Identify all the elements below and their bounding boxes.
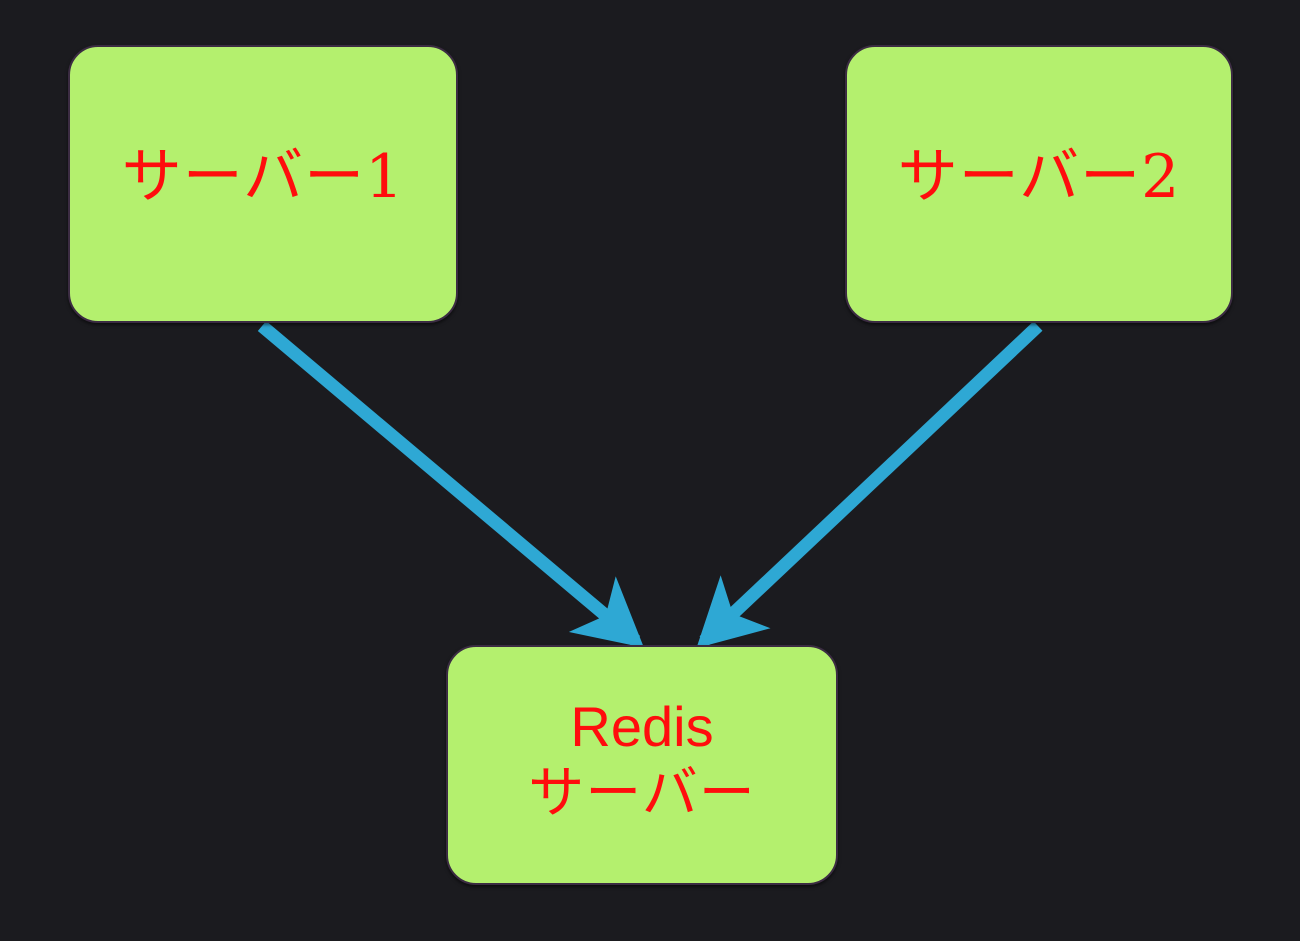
node-redis[interactable]: Redis サーバー	[446, 645, 838, 885]
node-redis-label-line1: Redis	[570, 695, 714, 759]
node-redis-label-line2: サーバー	[528, 761, 756, 826]
edge-server1-to-redis	[257, 321, 644, 648]
node-server1-label: サーバー1	[121, 142, 405, 213]
edge-server2-to-redis	[696, 321, 1043, 649]
node-server1[interactable]: サーバー1	[68, 45, 458, 323]
node-server2[interactable]: サーバー2	[845, 45, 1233, 323]
node-server2-label: サーバー2	[897, 142, 1181, 213]
